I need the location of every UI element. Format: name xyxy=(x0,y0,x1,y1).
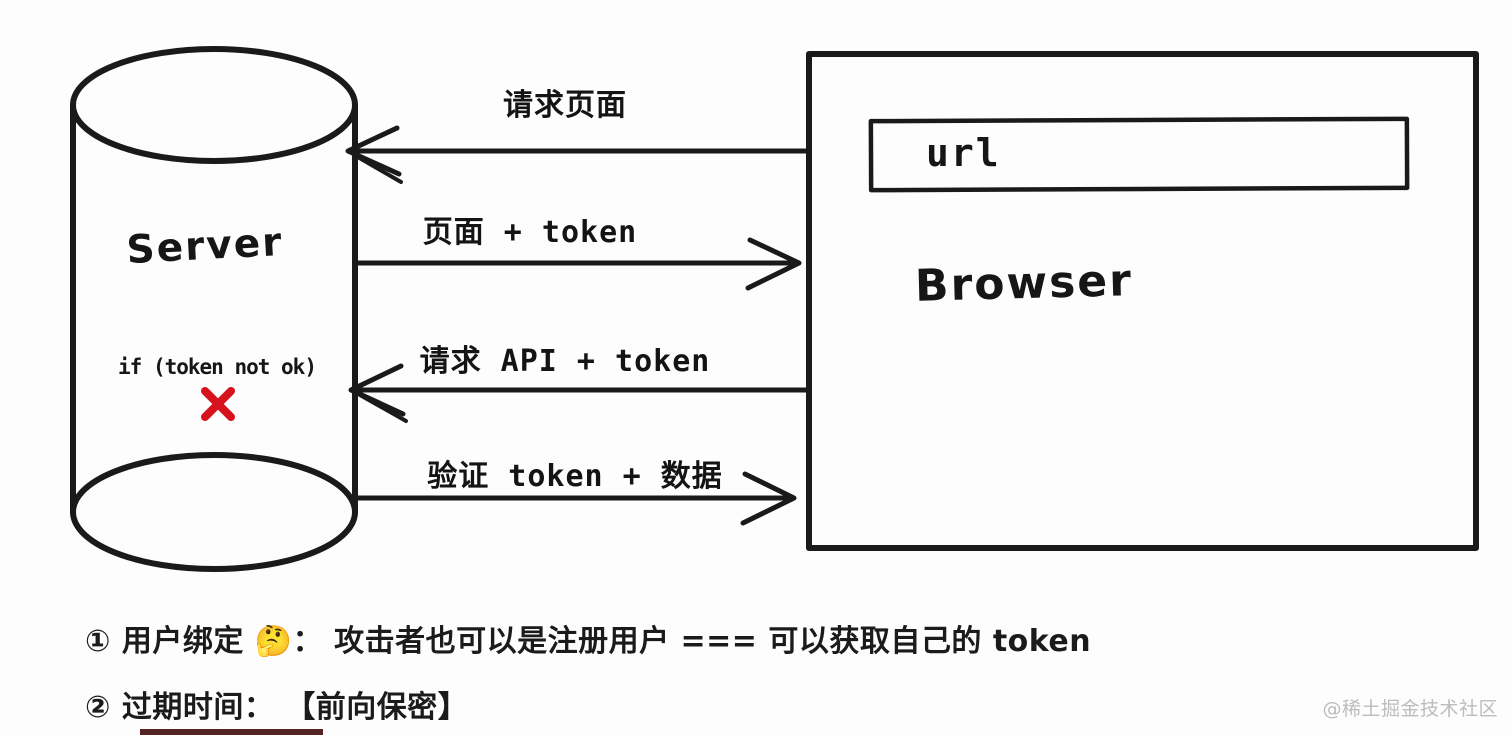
watermark: @稀土掘金技术社区 xyxy=(1322,698,1498,720)
token-check-condition: if (token not ok) xyxy=(118,355,317,379)
arrow-label-verify-token-data: 验证 token + 数据 xyxy=(427,459,723,494)
arrow-page-token xyxy=(354,237,802,291)
note-line-expiry-time: ② 过期时间： 【前向保密】 xyxy=(85,690,469,725)
url-box-label: url xyxy=(926,131,1001,175)
server-cylinder-shape xyxy=(70,46,358,572)
arrow-label-request-api-token: 请求 API + token xyxy=(419,344,711,379)
arrow-verify-token-data xyxy=(350,471,797,526)
browser-label: Browser xyxy=(914,255,1134,312)
red-x-icon xyxy=(201,387,235,421)
arrow-label-page-token: 页面 + token xyxy=(422,215,638,250)
arrow-request-api-token xyxy=(348,363,809,423)
browser-box-shape xyxy=(806,51,1479,551)
arrow-request-page xyxy=(345,125,809,184)
note-line-user-binding: ① 用户绑定 🤔： 攻击者也可以是注册用户 === 可以获取自己的 token xyxy=(85,624,1092,659)
cut-off-highlight-bar xyxy=(140,729,323,735)
arrow-label-request-page: 请求页面 xyxy=(503,88,627,123)
